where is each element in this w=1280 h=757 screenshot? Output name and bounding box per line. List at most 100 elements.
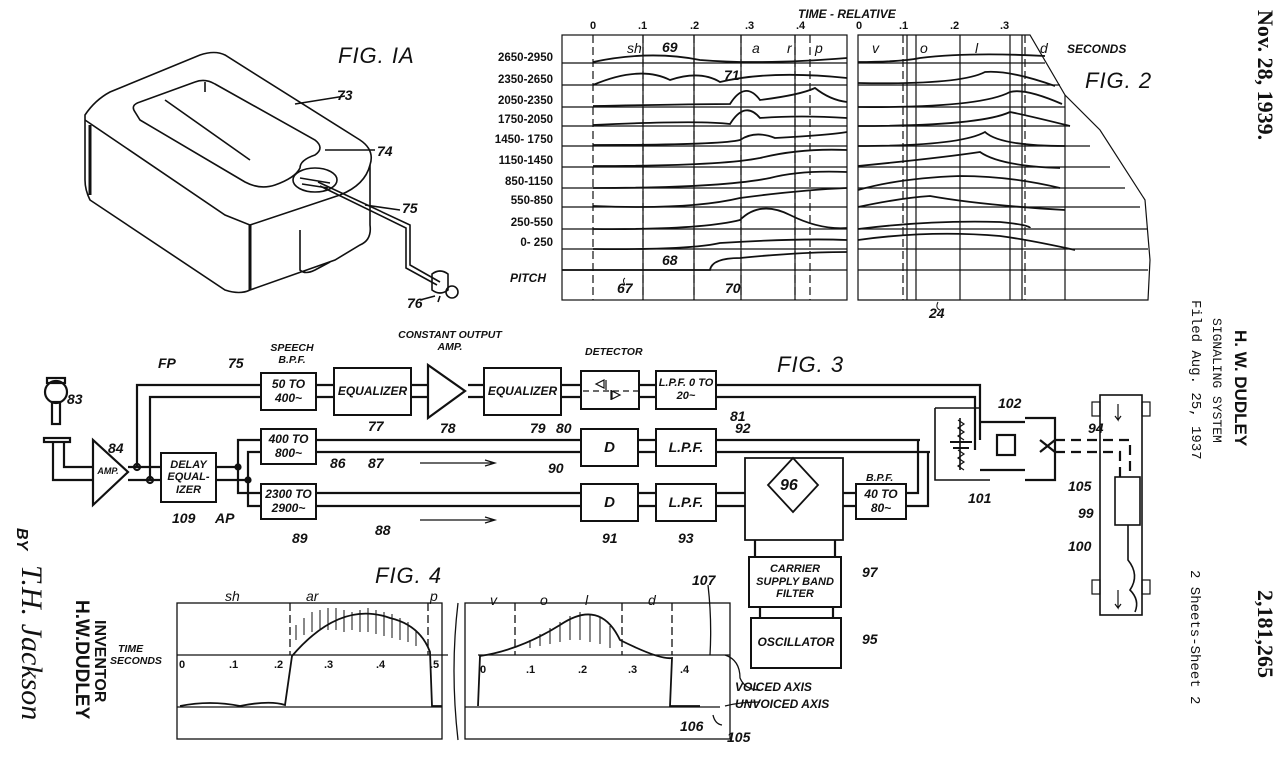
band-label: 2650-2950 — [498, 52, 553, 64]
ref-79: 79 — [530, 420, 546, 436]
phoneme-r: r — [787, 40, 792, 56]
ref-105-fig3: 105 — [1068, 478, 1092, 494]
bpf-label: B.P.F. — [866, 472, 894, 484]
fig4-tick: .2 — [578, 664, 588, 676]
band-label: 1750-2050 — [498, 114, 553, 126]
ref-97: 97 — [862, 564, 878, 580]
band-label: 2350-2650 — [498, 74, 553, 86]
oscillator-box: OSCILLATOR — [750, 617, 842, 669]
fig4-tick: 0 — [179, 659, 186, 671]
carrier-supply-band-filter-box: CARRIER SUPPLY BAND FILTER — [748, 556, 842, 608]
ref-24: 24 — [929, 305, 945, 321]
ref-92: 92 — [735, 420, 751, 436]
fig4-tick: .1 — [526, 664, 536, 676]
attorney-signature: T.H. Jackson — [15, 565, 48, 721]
fig4-tick: 0 — [480, 664, 487, 676]
voiced-axis-label: VOICED AXIS — [735, 680, 812, 694]
ref-94: 94 — [1088, 420, 1104, 436]
phoneme-sh: sh — [627, 40, 642, 56]
bpf-50-400-box: 50 TO 400~ — [260, 372, 317, 411]
fig2-time-label: TIME - RELATIVE — [798, 7, 896, 21]
inventor-header: H. W. DUDLEY — [1231, 330, 1250, 447]
fig3-title: FIG. 3 — [777, 352, 845, 377]
amp-label: AMP. — [97, 465, 119, 476]
phoneme-p: p — [815, 40, 823, 56]
fig2-tick: 0 — [856, 20, 863, 32]
fig4-phoneme-ar: ar — [306, 588, 319, 604]
ref-74: 74 — [377, 143, 393, 159]
ref-101: 101 — [968, 490, 992, 506]
ref-90: 90 — [548, 460, 564, 476]
bpf-40-80-box: 40 TO 80~ — [855, 483, 907, 520]
fig2-tick: 0 — [590, 20, 597, 32]
inventor-label: INVENTOR — [91, 620, 108, 703]
fig4-tick: .1 — [229, 659, 239, 671]
ref-69: 69 — [662, 39, 678, 55]
fig4-phoneme-l: l — [585, 592, 589, 608]
fig4-tick: .4 — [680, 664, 690, 676]
ref-106: 106 — [680, 718, 704, 734]
bpf-400-800-box: 400 TO 800~ — [260, 428, 317, 465]
ref-75-fig1a: 75 — [402, 200, 418, 216]
detector-91-box: D — [580, 483, 639, 522]
ref-76: 76 — [407, 295, 423, 311]
fig2-spectrogram — [561, 34, 1151, 311]
ap-label: AP — [215, 510, 235, 526]
phoneme-o: o — [920, 40, 928, 56]
ref-99: 99 — [1078, 505, 1094, 521]
band-label: 0- 250 — [520, 237, 553, 249]
fig2-tick: .3 — [1000, 20, 1010, 32]
fig4-seconds-label: SECONDS — [110, 655, 162, 667]
by-label: BY — [13, 528, 30, 551]
filed-date: Filed Aug. 25, 1937 — [1187, 300, 1203, 460]
phoneme-d: d — [1040, 40, 1048, 56]
fig4-tick: .4 — [376, 659, 386, 671]
band-label: 250-550 — [510, 217, 553, 229]
fig2-tick: .3 — [745, 20, 755, 32]
ref-107: 107 — [692, 572, 716, 588]
ref-83: 83 — [67, 391, 83, 407]
fig2-tick: .4 — [796, 20, 806, 32]
ref-95: 95 — [862, 631, 878, 647]
ref-91: 91 — [602, 530, 618, 546]
ref-80: 80 — [556, 420, 572, 436]
fig4-tick: .3 — [324, 659, 334, 671]
ref-81: 81 — [730, 408, 746, 424]
fig4-title: FIG. 4 — [375, 563, 443, 588]
equalizer-77-box: EQUALIZER — [333, 367, 412, 416]
fig2-tick: .2 — [690, 20, 700, 32]
ref-105-fig4: 105 — [727, 729, 751, 745]
band-label: 1450- 1750 — [494, 134, 553, 146]
inventor-name: H.W.DUDLEY — [71, 600, 92, 720]
band-label: 2050-2350 — [498, 95, 553, 107]
fig4-phoneme-o: o — [540, 592, 548, 608]
fig4-phoneme-sh: sh — [225, 588, 240, 604]
ref-75: 75 — [228, 355, 244, 371]
fig2-seconds-label: SECONDS — [1067, 42, 1127, 56]
fig4-phoneme-v: v — [490, 592, 497, 608]
equalizer-79-box: EQUALIZER — [483, 367, 562, 416]
pitch-label: PITCH — [510, 271, 546, 285]
patent-number: 2,181,265 — [1253, 590, 1278, 678]
fig2-tick: .2 — [950, 20, 960, 32]
delay-equalizer-box: DELAY EQUAL-IZER — [160, 452, 217, 503]
detector-label: DETECTOR — [585, 346, 643, 358]
ref-88: 88 — [375, 522, 391, 538]
lpf-0-20-box: L.P.F. 0 TO 20~ — [655, 370, 717, 410]
ref-70: 70 — [725, 280, 741, 296]
band-label: 850-1150 — [505, 176, 553, 188]
ref-102: 102 — [998, 395, 1022, 411]
fig2-tick: .1 — [638, 20, 648, 32]
ref-68: 68 — [662, 252, 678, 268]
ref-84: 84 — [108, 440, 124, 456]
constant-output-amp-label: CONSTANT OUTPUT AMP. — [398, 329, 502, 353]
ref-77: 77 — [368, 418, 384, 434]
fig1a-coil-drawing — [84, 51, 459, 303]
unvoiced-axis-label: UNVOICED AXIS — [735, 697, 830, 711]
patent-title: SIGNALING SYSTEM — [1209, 318, 1224, 443]
rectifier-bridge-96: 96 — [780, 477, 798, 494]
lpf-92-box: L.P.F. — [655, 428, 717, 467]
fig4-tick: .3 — [628, 664, 638, 676]
ref-100: 100 — [1068, 538, 1092, 554]
